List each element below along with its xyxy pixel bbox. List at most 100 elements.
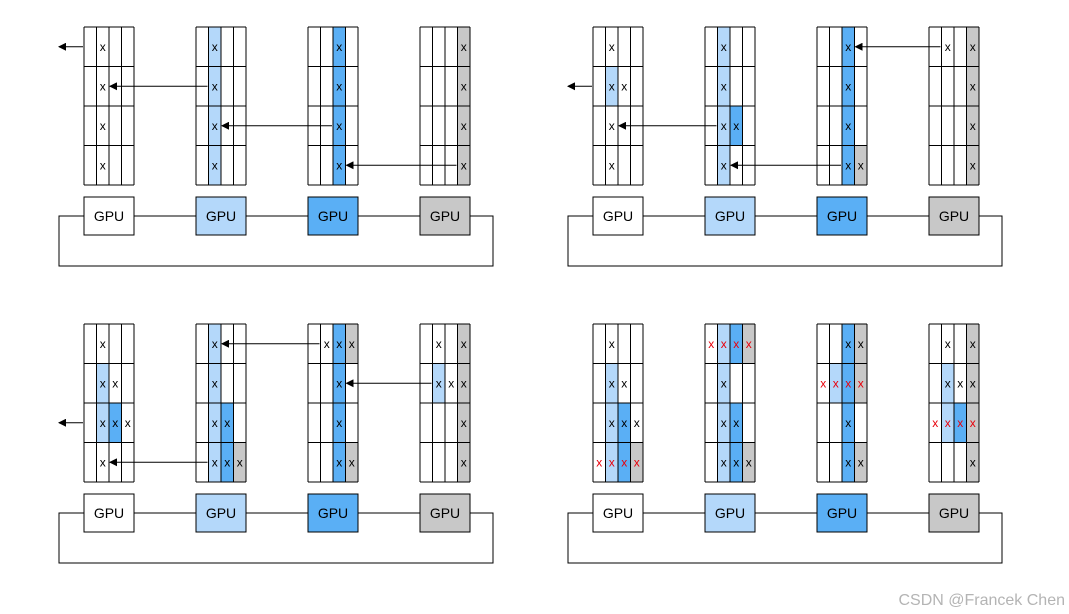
chunk-mark: x bbox=[858, 337, 864, 351]
chunk-mark: x bbox=[349, 337, 355, 351]
chunk-mark: x bbox=[100, 455, 106, 469]
chunk-mark: x bbox=[100, 119, 106, 133]
grid-cell-fill bbox=[618, 442, 631, 482]
chunk-mark: x bbox=[721, 376, 727, 390]
grid-cell-fill bbox=[929, 363, 942, 403]
chunk-mark: x bbox=[858, 455, 864, 469]
chunk-mark: x bbox=[833, 376, 839, 390]
chunk-mark: x bbox=[721, 40, 727, 54]
chunk-mark: x bbox=[970, 79, 976, 93]
grid-cell-fill bbox=[817, 324, 830, 364]
gpu-3-label: GPU bbox=[939, 208, 969, 224]
chunk-mark: x bbox=[125, 416, 131, 430]
gpu-0-label: GPU bbox=[603, 208, 633, 224]
gpu-2-box bbox=[816, 196, 868, 236]
gpu-1-label: GPU bbox=[206, 505, 236, 521]
chunk-mark: x bbox=[621, 455, 627, 469]
chunk-mark: x bbox=[609, 40, 615, 54]
chunk-mark: x bbox=[609, 455, 615, 469]
gpu-3-label: GPU bbox=[939, 505, 969, 521]
grid-cell-fill bbox=[742, 324, 755, 364]
chunk-mark: x bbox=[212, 337, 218, 351]
chunk-mark: x bbox=[609, 119, 615, 133]
gpu-2-label: GPU bbox=[318, 505, 348, 521]
gpu-1-label: GPU bbox=[715, 208, 745, 224]
chunk-mark: x bbox=[721, 158, 727, 172]
chunk-mark: x bbox=[336, 376, 342, 390]
chunk-mark: x bbox=[212, 40, 218, 54]
gpu-3-box bbox=[928, 493, 980, 533]
grid-cell-fill bbox=[929, 403, 942, 443]
chunk-mark: x bbox=[224, 455, 230, 469]
gpu-0-label: GPU bbox=[94, 505, 124, 521]
chunk-mark: x bbox=[461, 455, 467, 469]
chunk-mark: x bbox=[945, 40, 951, 54]
chunk-mark: x bbox=[970, 119, 976, 133]
chunk-mark: x bbox=[212, 119, 218, 133]
gpu-3-label: GPU bbox=[430, 208, 460, 224]
chunk-mark: x bbox=[212, 158, 218, 172]
chunk-mark: x bbox=[945, 337, 951, 351]
grid-cell-fill bbox=[605, 403, 618, 443]
grid-cell-fill bbox=[730, 324, 743, 364]
chunk-mark: x bbox=[746, 455, 752, 469]
grid-cell-fill bbox=[605, 442, 618, 482]
chunk-mark: x bbox=[436, 337, 442, 351]
chunk-mark: x bbox=[858, 376, 864, 390]
gpu-2-label: GPU bbox=[318, 208, 348, 224]
gpu-2-box bbox=[307, 493, 359, 533]
chunk-mark: x bbox=[721, 119, 727, 133]
chunk-mark: x bbox=[970, 158, 976, 172]
chunk-mark: x bbox=[609, 79, 615, 93]
chunk-mark: x bbox=[845, 455, 851, 469]
chunk-mark: x bbox=[721, 337, 727, 351]
gpu-1-box bbox=[195, 196, 247, 236]
chunk-mark: x bbox=[845, 416, 851, 430]
grid-cell-fill bbox=[730, 403, 743, 443]
chunk-mark: x bbox=[932, 416, 938, 430]
gpu-1-box bbox=[704, 493, 756, 533]
grid-cell-fill bbox=[705, 324, 718, 364]
chunk-mark: x bbox=[970, 337, 976, 351]
chunk-mark: x bbox=[212, 455, 218, 469]
chunk-mark: x bbox=[721, 416, 727, 430]
grid-cell-fill bbox=[345, 324, 358, 364]
grid-cell-fill bbox=[432, 363, 445, 403]
chunk-mark: x bbox=[336, 416, 342, 430]
chunk-mark: x bbox=[461, 416, 467, 430]
grid-cell-fill bbox=[605, 66, 618, 106]
chunk-mark: x bbox=[336, 119, 342, 133]
gpu-1-label: GPU bbox=[715, 505, 745, 521]
chunk-mark: x bbox=[336, 158, 342, 172]
grid-cell-fill bbox=[941, 403, 954, 443]
chunk-mark: x bbox=[461, 376, 467, 390]
chunk-mark: x bbox=[845, 119, 851, 133]
chunk-mark: x bbox=[349, 455, 355, 469]
chunk-mark: x bbox=[112, 376, 118, 390]
chunk-mark: x bbox=[609, 416, 615, 430]
grid-cell-fill bbox=[817, 363, 830, 403]
ring-loop bbox=[567, 512, 1003, 564]
chunk-mark: x bbox=[336, 337, 342, 351]
chunk-mark: x bbox=[733, 119, 739, 133]
grid-cell-fill bbox=[345, 442, 358, 482]
grid-cell-fill bbox=[730, 442, 743, 482]
chunk-mark: x bbox=[100, 79, 106, 93]
chunk-mark: x bbox=[324, 337, 330, 351]
ring-loop bbox=[58, 215, 494, 267]
